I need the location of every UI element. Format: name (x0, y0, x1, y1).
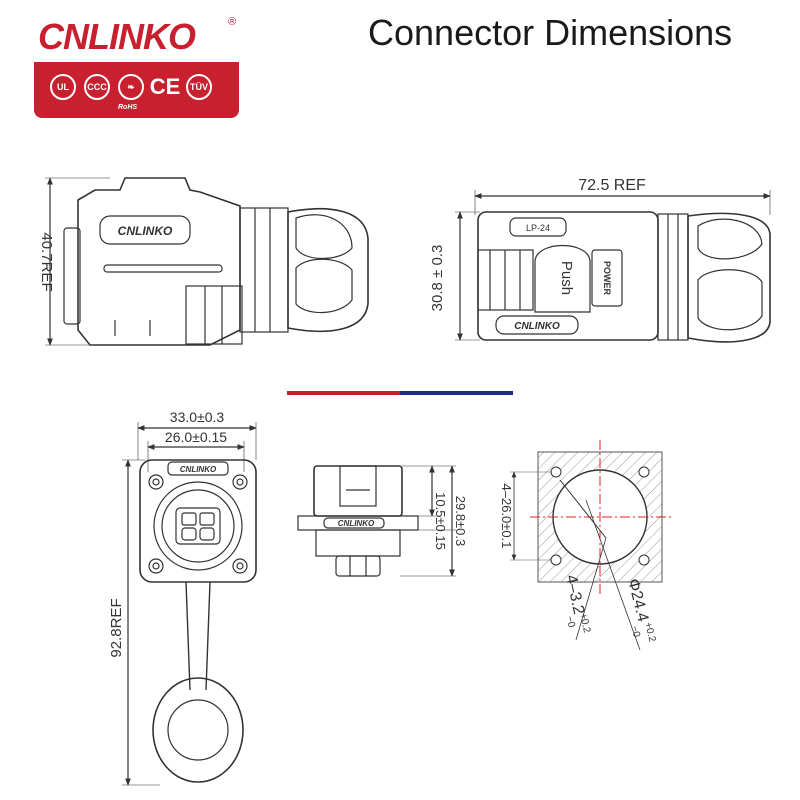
front-socket-outer (153, 481, 243, 571)
panel-hole-bl (550, 554, 562, 566)
panel-hole-br (638, 554, 650, 566)
side-view (45, 177, 369, 346)
front-view (122, 422, 257, 786)
bore-leader (585, 499, 641, 651)
front-dust-cap-outer (152, 677, 244, 783)
side-groove (103, 264, 223, 273)
side-front-flange (63, 227, 81, 325)
front-insert (175, 507, 221, 545)
tuv-mark-icon: TÜV (186, 74, 212, 100)
brand-logo-block: CNLINKO ® UL CCC ❧ RoHS CE TÜV (34, 12, 239, 118)
ce-mark-icon: CE (149, 74, 181, 99)
panel-pitch-label: 4–26.0±0.1 (499, 484, 514, 549)
panel-hole-tr (638, 466, 650, 478)
profile-body (313, 465, 403, 517)
front-dust-cap-inner (167, 699, 229, 761)
profile-pins (335, 555, 381, 577)
top-power-label-box (591, 249, 623, 307)
front-flange (139, 459, 257, 583)
profile-rear-body (315, 529, 401, 557)
profile-total-depth-label: 29.8±0.3 (453, 496, 468, 547)
profile-logo-text: CNLINKO (338, 519, 375, 528)
front-outer-width-label: 33.0±0.3 (170, 409, 225, 425)
rohs-label: RoHS (118, 104, 138, 111)
bore-dia-lower-tol: −0 (628, 625, 642, 639)
hole-dia-upper-tol: +0.2 (577, 612, 592, 634)
profile-view (297, 465, 456, 577)
front-tether (185, 581, 211, 691)
panel-cutout (510, 440, 672, 651)
registered-mark: ® (228, 16, 237, 28)
top-power-label: POWER (602, 261, 612, 296)
top-coupling-ring (657, 213, 689, 341)
profile-front-depth-label: 10.5±0.15 (433, 492, 448, 550)
front-inner-width-label: 26.0±0.15 (165, 429, 227, 445)
front-socket-inner (161, 489, 235, 563)
top-push-label: Push (558, 261, 575, 295)
top-grip (687, 212, 771, 343)
bore-dia-upper-tol: +0.2 (642, 621, 658, 643)
page-title: Connector Dimensions (368, 12, 733, 53)
front-logo-text: CNLINKO (180, 465, 217, 474)
top-view (455, 190, 771, 343)
top-logo-text: CNLINKO (514, 321, 560, 332)
front-height-label: 92.8REF (108, 598, 125, 657)
ccc-mark-icon: CCC (84, 74, 110, 100)
side-latch (185, 285, 243, 345)
front-logo-plate (167, 461, 229, 476)
ul-mark-icon: UL (50, 74, 76, 100)
brand-logo: CNLINKO (38, 16, 196, 57)
side-logo-plate (99, 215, 191, 245)
side-grip (287, 207, 369, 333)
top-height-label: 30.8 ± 0.3 (429, 245, 446, 312)
hole-dia-lower-tol: −0 (564, 615, 577, 629)
side-coupling-ring (239, 207, 289, 333)
top-length-label: 72.5 REF (578, 177, 646, 194)
panel-hole-tl (550, 466, 562, 478)
top-part-code-plate (509, 217, 567, 237)
profile-latch (339, 465, 377, 507)
top-part-code: LP-24 (526, 223, 550, 233)
top-logo-plate (495, 315, 579, 335)
side-body-outline (77, 177, 241, 346)
side-logo-text: CNLINKO (118, 224, 173, 238)
rohs-leaf-icon: ❧ (118, 74, 144, 100)
top-push-button (534, 244, 591, 313)
side-height-label: 40.7REF (38, 232, 55, 291)
hole-leader (575, 537, 607, 641)
bore-dia-annotation: Φ24.4 +0.2 −0 (624, 577, 658, 644)
